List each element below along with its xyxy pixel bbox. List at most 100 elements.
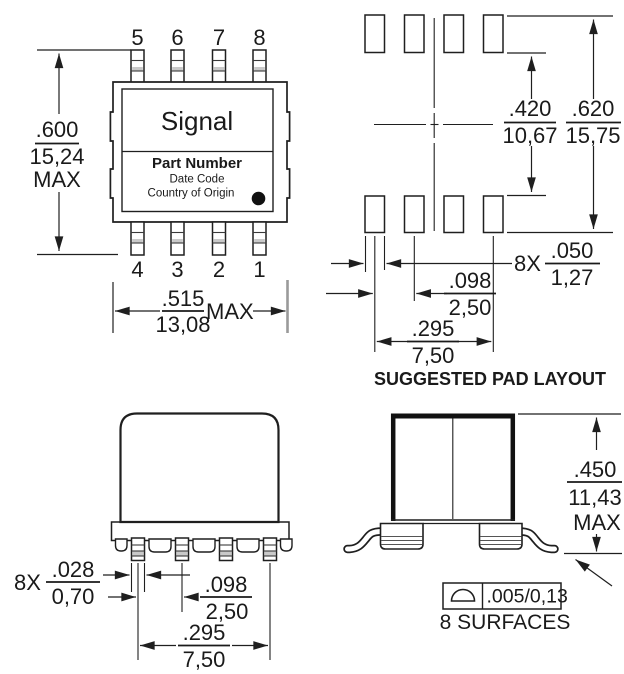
dimension-lead-width: 8X .028 0,70 (14, 557, 190, 609)
standoff-tab (192, 538, 216, 553)
pin-shade (254, 67, 265, 72)
feature-control-frame (442, 582, 562, 610)
standoff-tab (114, 538, 128, 552)
pin-number-7: 7 (213, 25, 225, 50)
pin-number-2: 2 (213, 257, 225, 282)
pin-lead (170, 49, 185, 84)
pad-layout-view: .420 10,67 .620 15,75 8X .050 1,27 (326, 14, 621, 389)
pad-layout-caption: SUGGESTED PAD LAYOUT (374, 369, 606, 389)
pin-lead (130, 221, 145, 256)
pin-body (211, 49, 227, 84)
dimension-body-height: .600 15,24 MAX (29, 49, 131, 256)
dim-mm: 0,70 (52, 584, 95, 609)
label-area (121, 88, 274, 213)
dim-inch: .450 (574, 457, 617, 482)
standoff-tab (236, 538, 260, 553)
pin-body (170, 49, 185, 84)
tolerance-value: .005/0,13 (487, 586, 568, 608)
dim-qualifier: MAX (573, 510, 621, 535)
dimension-pad-inner-span: .420 10,67 (502, 56, 558, 192)
dim-inch: .420 (509, 96, 552, 121)
pin-body (170, 221, 185, 256)
standoff-tab (148, 538, 172, 553)
gullwing-lead-left (343, 527, 387, 554)
pin-number-8: 8 (253, 25, 265, 50)
lead-fill (345, 529, 385, 552)
pad (482, 195, 504, 234)
pin-number-6: 6 (171, 25, 183, 50)
pin1-indicator-dot-icon (251, 191, 266, 206)
dim-mm: 13,08 (155, 312, 210, 337)
marking-date-code: Date Code (170, 174, 225, 186)
pad (403, 195, 425, 234)
dimension-lead-span: .295 7,50 (140, 620, 268, 672)
pad (364, 14, 386, 54)
pin-number-3: 3 (171, 257, 183, 282)
pin-shade (213, 239, 225, 244)
gullwing-lead (130, 537, 146, 562)
dimension-pad-outer-span: .620 15,75 (565, 19, 621, 229)
lead-body (218, 537, 234, 562)
dim-count: 8X (14, 570, 41, 595)
lead-body (174, 537, 190, 562)
dimension-mounted-height: .450 11,43 MAX (564, 417, 622, 555)
end-view: .450 11,43 MAX .005/0,13 8 SURFACES (343, 413, 622, 634)
dim-inch: .600 (36, 117, 79, 142)
pin-lead (252, 49, 267, 84)
lead-shade (132, 551, 144, 556)
pin-shade (172, 239, 183, 244)
dim-mm: 1,27 (551, 265, 594, 290)
dim-inch: .620 (572, 96, 615, 121)
side-view: 8X .028 0,70 .098 2,50 .295 7,50 (14, 412, 293, 672)
dim-mm: 15,24 (29, 144, 84, 169)
dim-inch: .098 (205, 572, 248, 597)
surface-profile-symbol-icon (450, 588, 476, 602)
leader-arrow (575, 559, 613, 587)
pin-shade (172, 67, 183, 72)
lead-body (130, 537, 146, 562)
coplanarity-callout: .005/0,13 8 SURFACES (440, 559, 613, 634)
dim-mm: 10,67 (502, 123, 557, 148)
pin-body (130, 221, 145, 256)
dim-inch: .028 (52, 557, 95, 582)
dim-inch: .515 (162, 286, 205, 311)
standoff-tab (279, 538, 293, 552)
dim-inch: .295 (412, 316, 455, 341)
pin-shade (213, 67, 225, 72)
pin-number-4: 4 (131, 257, 143, 282)
pin-lead (252, 221, 267, 256)
top-view: 5 6 7 8 (29, 25, 291, 337)
dim-mm: 11,43 (568, 485, 621, 510)
pad (443, 14, 465, 54)
dimension-pad-width: 8X .050 1,27 (331, 238, 600, 290)
dim-qualifier: MAX (33, 167, 81, 192)
pin-shade (132, 239, 143, 244)
package-body (119, 412, 280, 524)
lead-shade (220, 551, 232, 556)
pin-lead (130, 49, 145, 84)
foot-right (478, 522, 523, 550)
pin-lead (211, 221, 227, 256)
lead-body (262, 537, 278, 562)
pad (364, 195, 386, 234)
dim-mm: 7,50 (183, 647, 226, 672)
dimension-lead-pitch: .098 2,50 (184, 572, 252, 624)
dim-inch: .098 (449, 268, 492, 293)
pad (443, 195, 465, 234)
pin-number-1: 1 (253, 257, 265, 282)
pin-body (130, 49, 145, 84)
dim-inch: .050 (551, 238, 594, 263)
dimension-body-width: .515 13,08 MAX (112, 280, 289, 337)
gullwing-lead (218, 537, 234, 562)
dim-count: 8X (514, 251, 541, 276)
dim-mm: 2,50 (206, 599, 249, 624)
lead-shade (264, 551, 276, 556)
pad (403, 14, 425, 54)
dimension-pad-pitch: .098 2,50 (326, 268, 496, 320)
dim-mm: 15,75 (565, 123, 620, 148)
tolerance-note: 8 SURFACES (440, 611, 571, 634)
dim-inch: .295 (183, 620, 226, 645)
dimension-pad-row-span: .295 7,50 (376, 316, 492, 368)
